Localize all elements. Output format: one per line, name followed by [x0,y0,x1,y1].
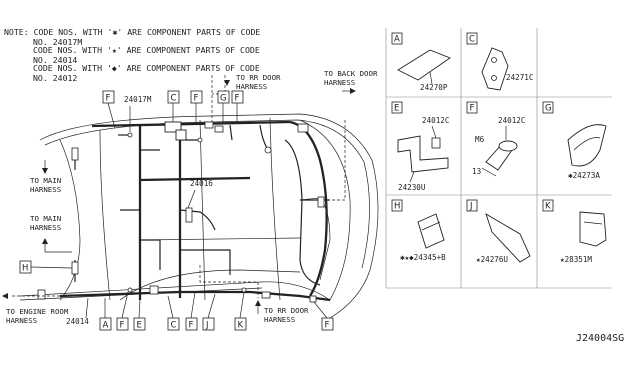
arrow-to-engine-room [2,293,8,299]
callout-bottom-k: K [234,291,247,331]
svg-text:A: A [394,35,400,45]
callout-bottom-f3: F [313,301,334,331]
detail-grid [385,28,612,289]
svg-text:G: G [545,104,552,114]
label-to-main-2b: HARNESS [30,223,61,232]
note-line-2: CODE NOS. WITH '★' ARE COMPONENT PARTS O… [33,45,260,55]
note-line-1: NOTE: CODE NOS. WITH '✱' ARE COMPONENT P… [4,27,260,37]
svg-text:J: J [205,321,209,331]
svg-text:F: F [106,94,111,104]
note-line-3b: NO. 24012 [33,73,77,83]
callout-top-g: G [217,90,230,124]
detail-box-c: C 24271C [466,32,533,91]
svg-text:13: 13 [472,167,481,176]
svg-text:C: C [171,321,177,331]
clip-24271c-icon [481,47,509,91]
module-24345-icon [417,213,445,249]
label-to-engine-room-1: TO ENGINE ROOM [6,307,69,316]
svg-text:J: J [469,202,473,212]
pad-24270p-icon [397,49,451,81]
detail-box-f: F 24012C M6 13 [466,101,525,177]
callout-top-f3: F [231,90,244,124]
callout-top-f2: F [190,90,203,124]
svg-text:H: H [394,202,400,212]
svg-text:E: E [137,321,142,331]
detail-box-j: J ★24276U [466,199,531,264]
arrow-to-back-door [350,88,356,94]
svg-text:★28351M: ★28351M [560,255,592,264]
svg-text:E: E [394,104,399,114]
label-to-engine-room-2: HARNESS [6,316,37,325]
svg-text:K: K [238,321,244,331]
part-24017m: 24017M [124,95,152,104]
svg-text:H: H [22,264,28,274]
part-24014: 24014 [66,317,89,326]
label-to-back-door-2: HARNESS [324,78,355,87]
svg-text:K: K [545,202,551,212]
svg-text:✱24273A: ✱24273A [568,171,600,180]
svg-text:F: F [120,321,125,331]
detail-box-g: G ✱24273A [542,101,607,180]
detail-box-a: A 24270P [391,32,451,92]
protector-24276u-icon [485,213,531,263]
callout-bottom-c: C [167,295,180,331]
bracket-24230u-icon [397,135,449,173]
detail-box-e: E 24012C 24230U [391,101,449,192]
detail-box-h: H ✱★◆24345+B [391,199,446,262]
vehicle-body-outline [19,113,379,319]
arrow-to-main-1 [42,168,48,174]
detail-box-k: K ★28351M [542,199,607,264]
callout-bottom-a: A [99,298,112,331]
callout-top-c: C [167,90,180,122]
note-line-3: CODE NOS. WITH '◆' ARE COMPONENT PARTS O… [33,63,260,73]
svg-text:F: F [194,94,199,104]
svg-text:24012C: 24012C [422,116,449,125]
label-to-main-1b: HARNESS [30,185,61,194]
svg-text:A: A [103,321,109,331]
callout-bottom-e: E [133,299,146,331]
svg-text:24012C: 24012C [498,116,525,125]
label-to-rr-door-top-2: HARNESS [236,82,267,91]
connectors [37,121,325,303]
svg-text:★24276U: ★24276U [476,255,508,264]
arrow-to-main-2 [42,238,48,244]
svg-text:24270P: 24270P [420,83,448,92]
svg-text:F: F [189,321,194,331]
callout-bottom-f1: F [116,291,129,331]
label-to-rr-door-top-1: TO RR DOOR [236,73,281,82]
label-to-rr-door-bottom-2: HARNESS [264,315,295,324]
svg-text:F: F [235,94,240,104]
svg-text:F: F [325,321,330,331]
svg-text:M6: M6 [475,135,485,144]
svg-text:C: C [469,35,475,45]
label-to-back-door-1: TO BACK DOOR [324,69,378,78]
connector-28351m-icon [579,211,607,247]
note-line-1b: NO. 24017M [33,37,82,47]
bolt-icon [431,137,441,149]
svg-text:C: C [171,94,177,104]
callout-bottom-j: J [202,293,216,331]
part-24016: 24016 [190,179,213,188]
label-to-main-1a: TO MAIN [30,176,61,185]
arrow-to-rr-door-bottom [255,300,261,306]
note-line-2b: NO. 24014 [33,55,77,65]
diagram-code: J24004SG [576,333,624,344]
arrows [2,80,356,306]
arrow-to-rr-door-top [224,80,230,86]
label-to-main-2a: TO MAIN [30,214,61,223]
bracket-24273a-icon [567,124,607,167]
svg-text:G: G [220,94,227,104]
svg-text:F: F [470,104,475,114]
callout-left-h: H [19,260,73,274]
callout-bottom-f2: F [185,291,198,331]
label-to-rr-door-bottom-1: TO RR DOOR [264,306,309,315]
svg-text:24230U: 24230U [398,183,426,192]
svg-text:24271C: 24271C [506,73,533,82]
callout-top-f1: F [102,90,116,129]
svg-text:✱★◆24345+B: ✱★◆24345+B [400,253,446,262]
